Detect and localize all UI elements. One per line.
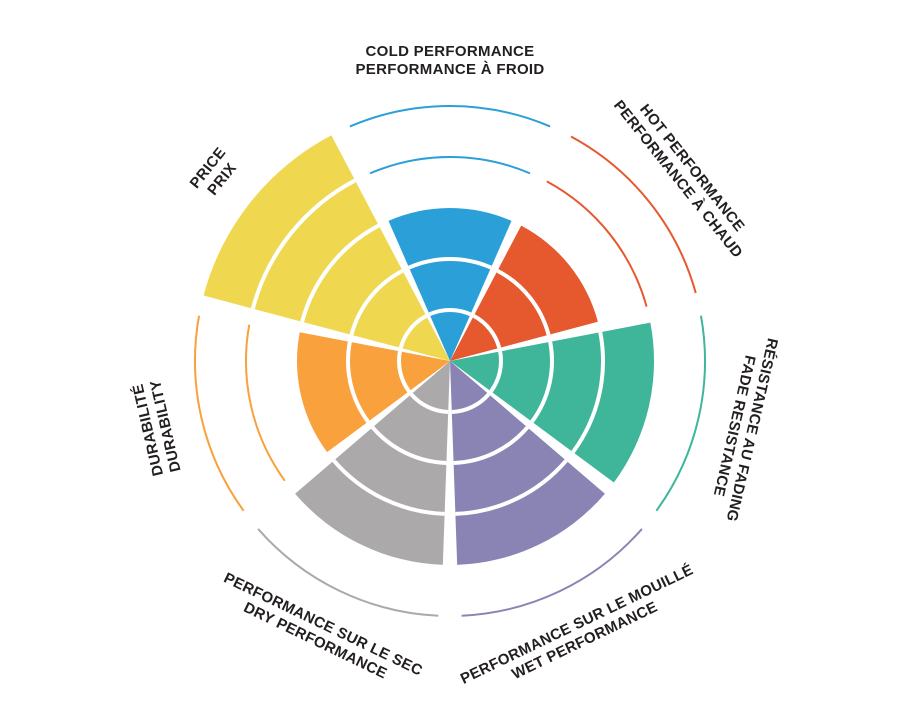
level-separator-arc bbox=[349, 268, 404, 336]
level-separator-arc bbox=[346, 341, 370, 423]
sector-durability bbox=[194, 315, 450, 512]
level-separator-arc bbox=[451, 392, 491, 414]
sector-wet-performance bbox=[450, 361, 643, 617]
sector-dry-performance bbox=[257, 361, 450, 617]
remaining-level-arc-dry-performance bbox=[257, 528, 439, 617]
remaining-level-arc-durability bbox=[194, 315, 245, 512]
level-separator-arc bbox=[397, 351, 411, 393]
level-separator-arc bbox=[300, 223, 380, 323]
level-separator-arc bbox=[496, 268, 551, 336]
level-separator-arc bbox=[408, 257, 492, 270]
sector-label-dry-performance-line1: PERFORMANCE SUR LE SEC bbox=[221, 570, 425, 680]
level-separator-arc bbox=[371, 426, 447, 465]
level-separator-arc bbox=[571, 331, 605, 454]
sector-label-wet-performance-line1: PERFORMANCE SUR LE MOUILLÉ bbox=[458, 561, 696, 687]
remaining-level-arc-fade-resistance bbox=[655, 315, 706, 512]
remaining-level-arc-durability bbox=[245, 324, 286, 482]
level-separator-arc bbox=[428, 308, 472, 317]
level-separator-arc bbox=[409, 392, 449, 414]
remaining-level-arc-hot-performance bbox=[546, 180, 648, 307]
level-separator-arc bbox=[472, 314, 502, 349]
sector-label-cold-performance-line2: PERFORMANCE À FROID bbox=[355, 61, 544, 78]
sector-cold-performance bbox=[349, 105, 551, 361]
sector-fill-dry-performance bbox=[295, 361, 450, 565]
level-separator-arc bbox=[332, 459, 445, 516]
remaining-level-arc-wet-performance bbox=[461, 528, 643, 617]
remaining-level-arc-cold-performance bbox=[369, 156, 531, 175]
sector-fade-resistance bbox=[450, 315, 706, 512]
level-separator-arc bbox=[489, 351, 503, 393]
level-separator-arc bbox=[530, 341, 554, 423]
level-separator-arc bbox=[453, 426, 529, 465]
level-separator-arc bbox=[455, 459, 568, 516]
sector-fill-wet-performance bbox=[450, 361, 605, 565]
sector-fill-price bbox=[203, 135, 450, 361]
sector-label-hot-performance-line2: PERFORMANCE À CHAUD bbox=[610, 97, 746, 261]
remaining-level-arc-hot-performance bbox=[570, 135, 697, 294]
sector-price bbox=[203, 135, 450, 361]
sector-label-hot-performance-line1: HOT PERFORMANCE bbox=[636, 101, 748, 235]
remaining-level-arc-cold-performance bbox=[349, 105, 551, 128]
sector-fill-durability bbox=[296, 332, 450, 453]
sector-fill-cold-performance bbox=[388, 207, 512, 361]
sector-hot-performance bbox=[450, 135, 697, 361]
sector-label-cold-performance-line1: COLD PERFORMANCE bbox=[366, 43, 535, 60]
level-separator-arc bbox=[250, 178, 357, 310]
level-separator-arc bbox=[398, 314, 428, 349]
